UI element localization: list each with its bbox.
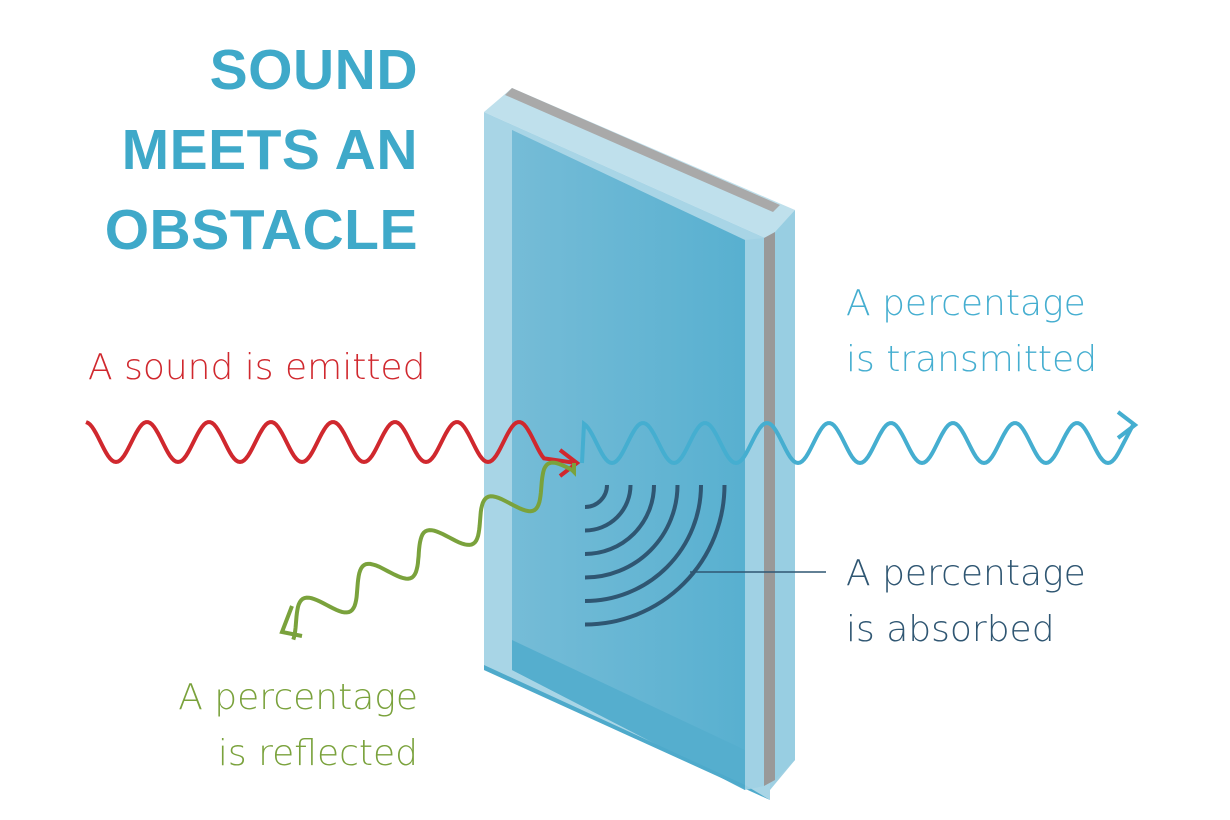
reflected-label-line: is reflected bbox=[217, 733, 418, 774]
reflected-arrowhead-icon bbox=[279, 605, 303, 638]
emitted-wave bbox=[85, 420, 577, 465]
title-line: MEETS AN bbox=[121, 118, 418, 182]
page-title: SOUND MEETS AN OBSTACLE bbox=[105, 30, 418, 270]
interlayer-side bbox=[764, 232, 775, 786]
absorption-arc bbox=[584, 484, 609, 509]
transmitted-label-line: A percentage bbox=[846, 283, 1086, 324]
transmitted-arrowhead-icon bbox=[1116, 410, 1139, 440]
absorption-arcs-icon bbox=[584, 484, 727, 627]
absorbed-label: A percentage is absorbed bbox=[846, 546, 1086, 658]
reflected-label: A percentage is reflected bbox=[178, 670, 418, 782]
transmitted-wave bbox=[580, 419, 1135, 466]
absorbed-label-line: A percentage bbox=[846, 553, 1086, 594]
absorption-arc bbox=[584, 484, 680, 580]
absorption-arc bbox=[584, 484, 633, 533]
transmitted-label-line: is transmitted bbox=[846, 339, 1098, 380]
title-line: OBSTACLE bbox=[104, 198, 418, 262]
title-line: SOUND bbox=[209, 38, 418, 102]
glass-panel bbox=[484, 88, 795, 800]
absorption-arc bbox=[584, 484, 727, 627]
emitted-arrowhead-icon bbox=[558, 448, 581, 478]
absorption-arc bbox=[584, 484, 656, 556]
reflected-label-line: A percentage bbox=[178, 677, 418, 718]
emitted-label: A sound is emitted bbox=[88, 347, 426, 388]
interlayer-top bbox=[505, 88, 780, 212]
absorption-arc bbox=[584, 484, 703, 603]
reflected-wave bbox=[291, 460, 576, 641]
transmitted-label: A percentage is transmitted bbox=[846, 276, 1097, 388]
absorbed-label-line: is absorbed bbox=[846, 609, 1055, 650]
